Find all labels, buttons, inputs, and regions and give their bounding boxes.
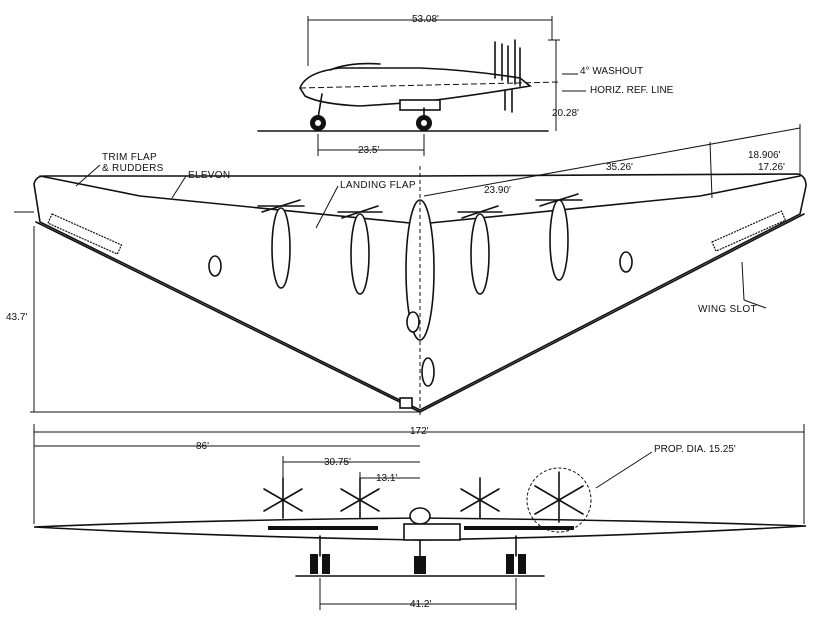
front-inlet-left [268,526,378,530]
side-propellers [494,39,521,113]
dim-13-1-text: 13.1' [376,473,397,484]
dim-30-75-text: 30.75' [324,457,351,468]
front-propellers [263,467,592,533]
plan-propellers [257,193,583,219]
plan-view: TRIM FLAP & RUDDERS ELEVON LANDING FLAP … [6,124,807,416]
dim-18-906-text: 18.906' [748,150,781,161]
front-landing-gear [310,535,526,574]
dim-41-2-text: 41.2' [410,599,431,610]
trim-flap-label: TRIM FLAP [102,152,157,163]
dim-43-7-text: 43.7' [6,312,27,323]
side-canopy [329,62,381,71]
dim-53-text: 53.08' [412,14,439,25]
dim-86-text: 86' [196,441,209,452]
side-ref-line [299,81,561,89]
plan-nacelles [208,199,633,387]
plan-dim-diagonal [423,127,801,197]
landing-flap-label: LANDING FLAP [340,180,416,191]
elevon-label: ELEVON [188,170,230,181]
side-main-gear-bay [399,99,441,111]
side-nose-strut [317,93,323,119]
rudders-label: & RUDDERS [102,163,164,174]
horiz-ref-label: HORIZ. REF. LINE [590,85,674,96]
dim-172-text: 172' [410,426,429,437]
washout-label: 4° WASHOUT [580,66,643,77]
wing-slot-left [47,213,123,255]
prop-dia-label: PROP. DIA. 15.25' [654,444,736,455]
front-view: 172' 86' 30.75' 13.1' PROP. DIA. 15.25' [33,424,807,610]
front-center-section [403,523,461,541]
dim-23-90-text: 23.90' [484,185,511,196]
front-inlet-right [464,526,574,530]
plan-tail-detail [399,397,413,409]
side-view: 53.08' 20.28' 4° WASHOUT HORIZ. REF. LIN… [257,14,674,156]
wing-slot-label: WING SLOT [698,304,757,315]
dim-20-text: 20.28' [552,108,579,119]
front-nose [409,507,431,525]
wing-slot-right [711,210,787,252]
dim-23-5-text: 23.5' [358,145,379,156]
dim-17-26-text: 17.26' [758,162,785,173]
dim-35-26-text: 35.26' [606,162,633,173]
